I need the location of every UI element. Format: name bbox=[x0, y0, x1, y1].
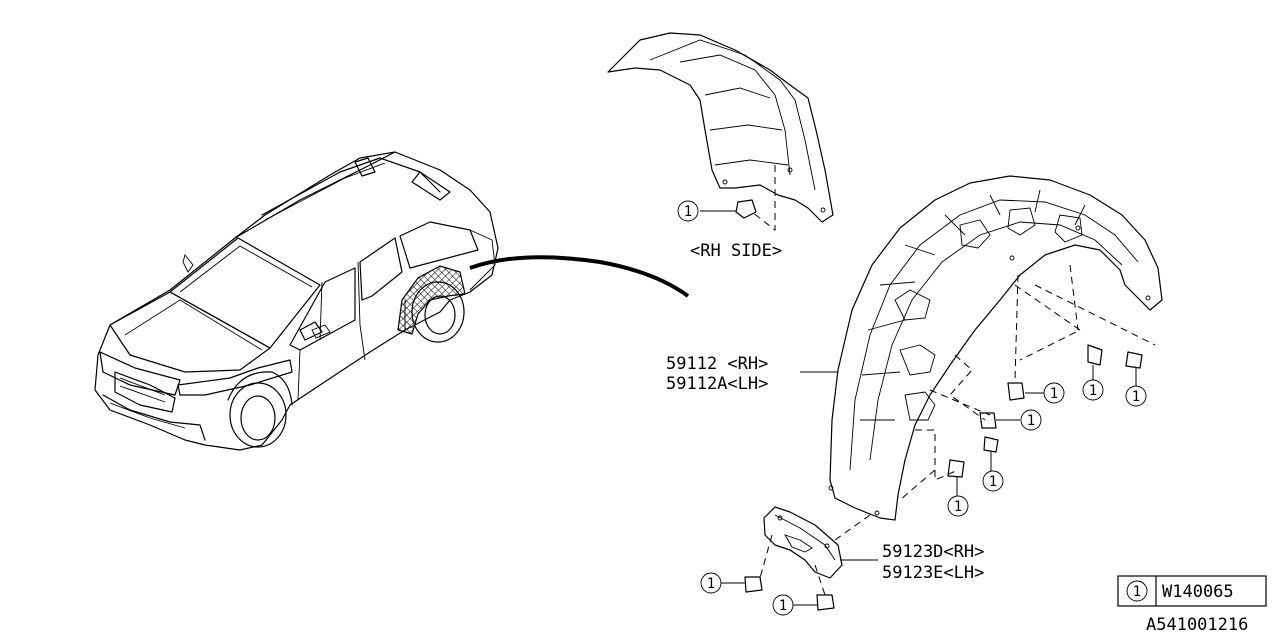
label-flap-rh: 59123D<RH> bbox=[882, 542, 984, 562]
vehicle-illustration bbox=[94, 151, 499, 451]
drawing-id: A541001216 bbox=[1146, 615, 1248, 635]
flap-callouts: 1 1 bbox=[700, 572, 817, 616]
label-liner-lh: 59112A<LH> bbox=[666, 374, 768, 394]
svg-text:1: 1 bbox=[954, 499, 962, 515]
svg-text:1: 1 bbox=[779, 598, 787, 614]
label-rh-side: <RH SIDE> bbox=[690, 241, 782, 261]
svg-text:1: 1 bbox=[1050, 386, 1058, 402]
label-flap-lh: 59123E<LH> bbox=[882, 563, 984, 583]
legend-callout: 1 bbox=[1133, 584, 1141, 600]
liner-callouts: 1 1 1 1 1 1 bbox=[947, 365, 1147, 517]
svg-text:1: 1 bbox=[1132, 389, 1140, 405]
parts-legend: 1 W140065 bbox=[1117, 575, 1267, 607]
svg-text:1: 1 bbox=[1027, 413, 1035, 429]
callout-number: 1 bbox=[684, 204, 692, 220]
svg-text:1: 1 bbox=[989, 474, 997, 490]
callout-rh-side: 1 bbox=[677, 200, 699, 222]
rh-side-liner bbox=[607, 32, 834, 232]
legend-part-number: W140065 bbox=[1162, 582, 1234, 602]
label-liner-rh: 59112 <RH> bbox=[666, 354, 768, 374]
pointer-arrow bbox=[469, 255, 690, 298]
mud-flap-59123 bbox=[744, 506, 843, 611]
wheel-liner-59112 bbox=[828, 175, 1163, 541]
svg-text:1: 1 bbox=[1089, 383, 1097, 399]
svg-text:1: 1 bbox=[707, 576, 715, 592]
